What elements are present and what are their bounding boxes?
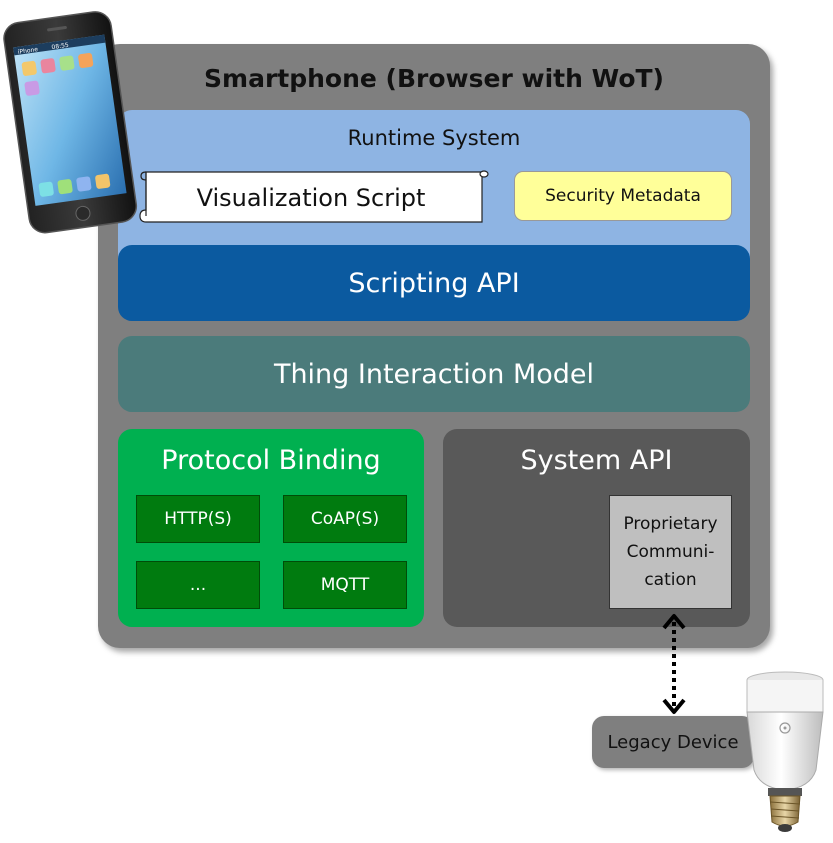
protocol-coap: CoAP(S) <box>283 495 407 543</box>
security-metadata-box: Security Metadata <box>514 171 732 221</box>
bidirectional-dotted-arrow <box>662 614 686 714</box>
proprietary-line: cation <box>644 570 697 590</box>
visualization-script-label: Visualization Script <box>196 184 426 212</box>
system-api-title: System API <box>520 444 673 476</box>
proprietary-communication-box: Proprietary Communi- cation <box>609 495 732 609</box>
runtime-system-title: Runtime System <box>347 126 521 150</box>
protocol-mqtt: MQTT <box>283 561 407 609</box>
protocol-ellipsis: ... <box>136 561 260 609</box>
smartphone-icon: iPhone 08:55 <box>3 11 138 234</box>
protocol-binding-title: Protocol Binding <box>161 444 381 476</box>
phone-carrier: iPhone <box>17 46 38 56</box>
proprietary-line: Communi- <box>626 542 715 562</box>
legacy-device-box: Legacy Device <box>592 716 754 768</box>
phone-time: 08:55 <box>51 42 69 51</box>
scripting-api-box: Scripting API <box>118 245 750 321</box>
protocol-http: HTTP(S) <box>136 495 260 543</box>
light-bulb-icon <box>746 671 824 832</box>
proprietary-line: Proprietary <box>623 514 718 534</box>
container-title: Smartphone (Browser with WoT) <box>204 63 664 93</box>
thing-interaction-model-box: Thing Interaction Model <box>118 336 750 412</box>
script-scroll-shape <box>139 170 489 223</box>
